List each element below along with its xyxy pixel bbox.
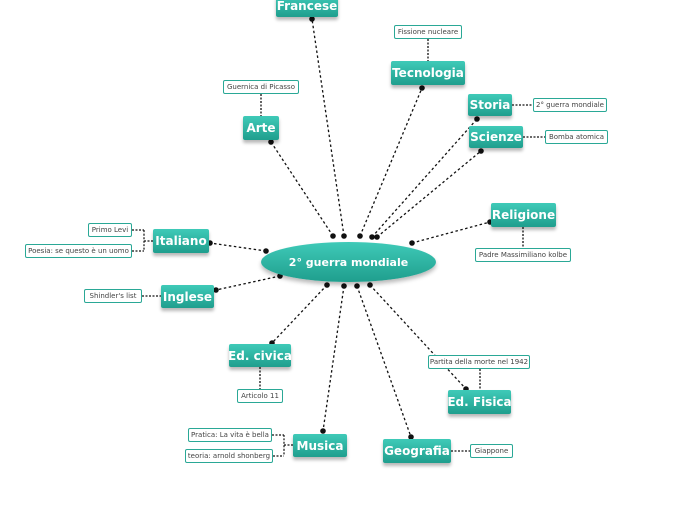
connector-dot	[309, 16, 315, 22]
note-fissione-nucleare[interactable]: Fissione nucleare	[394, 25, 462, 39]
connector-dot	[213, 287, 219, 293]
connector-line	[369, 284, 467, 390]
connector-dot	[263, 248, 269, 254]
connector-line	[215, 275, 281, 291]
connector-line	[132, 229, 153, 252]
connector-dot	[369, 234, 375, 240]
note-teoria[interactable]: teoria: arnold shonberg	[185, 449, 273, 463]
note-pratica[interactable]: Pratica: La vita è bella	[188, 428, 272, 442]
note-partita-della-morte[interactable]: Partita della morte nel 1942	[428, 355, 530, 369]
connector-line	[311, 18, 345, 237]
connector-dot	[478, 148, 484, 154]
note-padre-kolbe[interactable]: Padre Massimiliano kolbe	[475, 248, 571, 262]
note-giappone[interactable]: Giappone	[470, 444, 513, 458]
note-articolo-11[interactable]: Articolo 11	[237, 389, 283, 403]
connector-line	[356, 285, 412, 438]
note-poesia[interactable]: Poesia: se questo è un uomo	[25, 244, 132, 258]
central-topic[interactable]: 2° guerra mondiale	[261, 242, 436, 282]
note-storia[interactable]: 2° guerra mondiale	[533, 98, 607, 112]
connector-dot	[374, 234, 380, 240]
connector-dot	[474, 116, 480, 122]
note-shindlers-list[interactable]: Shindler's list	[84, 289, 142, 303]
note-guernica[interactable]: Guernica di Picasso	[223, 80, 299, 94]
connector-dot	[419, 85, 425, 91]
connector-dot	[324, 282, 330, 288]
topic-musica[interactable]: Musica	[293, 434, 347, 457]
connector-line	[272, 434, 293, 457]
topic-ed-civica[interactable]: Ed. civica	[228, 344, 292, 367]
topic-inglese[interactable]: Inglese	[161, 285, 214, 308]
topic-italiano[interactable]: Italiano	[153, 229, 209, 253]
topic-ed-fisica[interactable]: Ed. Fisica	[447, 390, 512, 414]
connector-dot	[341, 233, 347, 239]
connector-dot	[357, 233, 363, 239]
connector-line	[270, 141, 334, 237]
connector-dot	[367, 282, 373, 288]
connector-line	[322, 285, 345, 432]
connector-line	[376, 150, 482, 238]
topic-religione[interactable]: Religione	[491, 203, 556, 227]
connector-line	[371, 118, 478, 238]
topic-arte[interactable]: Arte	[243, 116, 279, 140]
topic-francese[interactable]: Francese	[276, 0, 338, 17]
connector-line	[359, 87, 423, 237]
topic-tecnologia[interactable]: Tecnologia	[391, 61, 465, 85]
connector-dot	[408, 434, 414, 440]
connector-dot	[341, 283, 347, 289]
connector-line	[271, 284, 328, 344]
connector-dot	[354, 283, 360, 289]
topic-geografia[interactable]: Geografia	[383, 439, 451, 463]
connector-dot	[330, 233, 336, 239]
connector-dot	[268, 139, 274, 145]
connector-dot	[409, 240, 415, 246]
connector-line	[411, 221, 491, 244]
note-bomba-atomica[interactable]: Bomba atomica	[545, 130, 608, 144]
topic-scienze[interactable]: Scienze	[469, 126, 523, 148]
topic-storia[interactable]: Storia	[468, 94, 512, 116]
connector-dot	[320, 428, 326, 434]
note-primo-levi[interactable]: Primo Levi	[88, 223, 132, 237]
connector-line	[209, 242, 267, 252]
